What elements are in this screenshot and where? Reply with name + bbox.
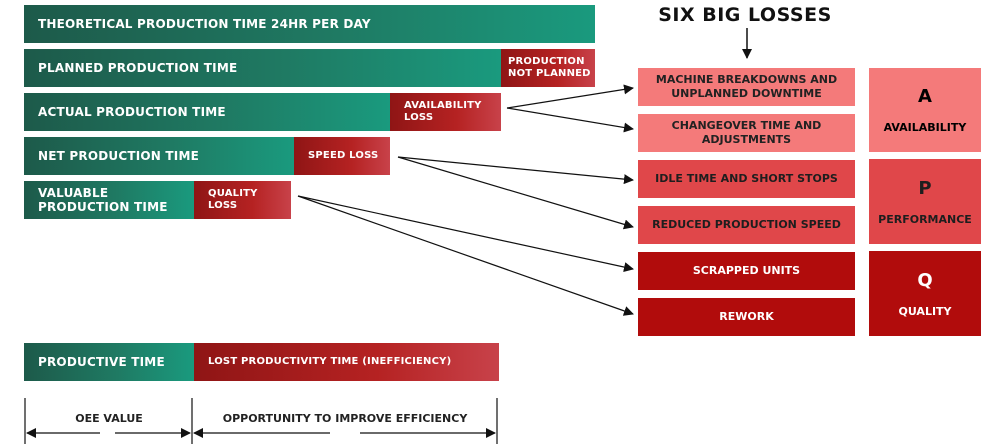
lost-productivity-time-bar: LOST PRODUCTIVITY TIME (INEFFICIENCY) [194, 343, 499, 381]
arrow-speed-to-reduced [397, 156, 634, 230]
loss-scrapped-units-label: SCRAPPED UNITS [692, 264, 801, 277]
availability-loss-line2: LOSS [404, 112, 434, 123]
category-performance-letter: P [918, 177, 932, 199]
productive-time-label: PRODUCTIVE TIME [38, 355, 165, 369]
category-quality-letter: Q [917, 269, 933, 291]
productive-time-bar: PRODUCTIVE TIME [24, 343, 194, 381]
net-production-time-bar: NET PRODUCTION TIME [24, 137, 294, 175]
category-availability-word: AVAILABILITY [883, 121, 967, 134]
arrow-availability-to-breakdowns [506, 84, 634, 109]
production-not-planned-line2: NOT PLANNED [508, 68, 591, 79]
net-production-time-label: NET PRODUCTION TIME [38, 149, 200, 163]
quality-loss-line1: QUALITY [208, 188, 258, 199]
loss-rework: REWORK [638, 298, 855, 336]
arrow-availability-to-changeover [506, 107, 634, 133]
category-quality: Q QUALITY [869, 251, 981, 336]
arrow-quality-to-scrapped [297, 195, 634, 272]
opportunity-label: OPPORTUNITY TO IMPROVE EFFICIENCY [205, 412, 485, 425]
theoretical-production-time-bar: THEORETICAL PRODUCTION TIME 24HR PER DAY [24, 5, 595, 43]
theoretical-production-time-label: THEORETICAL PRODUCTION TIME 24HR PER DAY [38, 17, 371, 31]
loss-idle-time: IDLE TIME AND SHORT STOPS [638, 160, 855, 198]
actual-production-time-label: ACTUAL PRODUCTION TIME [38, 105, 226, 119]
six-big-losses-title: SIX BIG LOSSES [658, 4, 832, 26]
planned-production-time-label: PLANNED PRODUCTION TIME [38, 61, 238, 75]
arrow-quality-to-rework [297, 195, 634, 316]
loss-changeover-time-line2: ADJUSTMENTS [701, 133, 792, 146]
speed-loss-label: SPEED LOSS [308, 150, 379, 161]
quality-loss-line2: LOSS [208, 200, 238, 211]
valuable-production-time-line1: VALUABLE [38, 186, 109, 200]
category-performance: P PERFORMANCE [869, 159, 981, 244]
category-performance-word: PERFORMANCE [878, 212, 972, 226]
production-not-planned-line1: PRODUCTION [508, 56, 585, 67]
speed-loss-bar: SPEED LOSS [294, 137, 390, 175]
loss-scrapped-units: SCRAPPED UNITS [638, 252, 855, 290]
actual-production-time-bar: ACTUAL PRODUCTION TIME [24, 93, 390, 131]
category-availability: A AVAILABILITY [869, 68, 981, 152]
loss-rework-label: REWORK [719, 310, 774, 323]
arrow-speed-to-idle [397, 156, 634, 185]
lost-productivity-time-label: LOST PRODUCTIVITY TIME (INEFFICIENCY) [208, 356, 452, 367]
quality-loss-bar: QUALITY LOSS [194, 181, 291, 219]
availability-loss-bar: AVAILABILITY LOSS [390, 93, 501, 131]
loss-reduced-speed-label: REDUCED PRODUCTION SPEED [652, 218, 841, 231]
loss-reduced-speed: REDUCED PRODUCTION SPEED [638, 206, 855, 244]
production-not-planned-bar: PRODUCTION NOT PLANNED [501, 49, 595, 87]
valuable-production-time-bar: VALUABLE PRODUCTION TIME [24, 181, 194, 219]
category-availability-letter: A [918, 86, 932, 107]
planned-production-time-bar: PLANNED PRODUCTION TIME [24, 49, 501, 87]
loss-idle-time-label: IDLE TIME AND SHORT STOPS [655, 172, 838, 185]
loss-changeover-time-line1: CHANGEOVER TIME AND [671, 119, 822, 132]
oee-value-label: OEE VALUE [64, 412, 154, 425]
category-quality-word: QUALITY [898, 304, 952, 318]
loss-machine-breakdowns-line1: MACHINE BREAKDOWNS AND [655, 73, 838, 86]
valuable-production-time-line2: PRODUCTION TIME [38, 200, 168, 214]
availability-loss-line1: AVAILABILITY [404, 100, 482, 111]
loss-machine-breakdowns-line2: UNPLANNED DOWNTIME [671, 87, 822, 100]
